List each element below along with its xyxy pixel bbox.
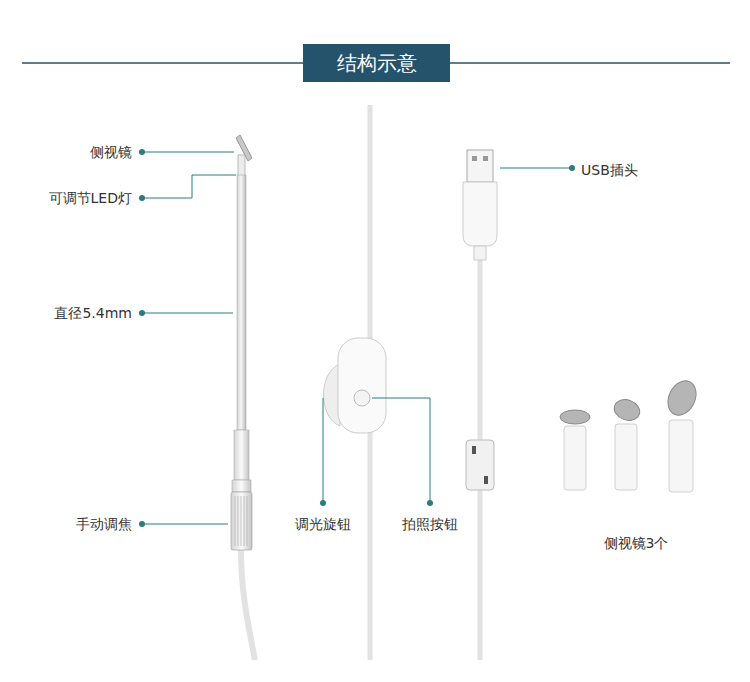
part-label: 侧视镜 (90, 143, 132, 161)
leader-line-part (500, 168, 572, 169)
usb-cable-drawing-part (467, 150, 493, 182)
controller-drawing-part (354, 390, 370, 406)
side-mirror-drawing-part (669, 420, 693, 492)
probe-drawing (231, 135, 255, 660)
title-banner: 结构示意 (303, 44, 450, 82)
usb-cable-drawing-part (483, 156, 488, 161)
part-label: 可调节LED灯 (49, 189, 132, 207)
part-label: 拍照按钮 (402, 515, 458, 533)
probe-drawing-part (238, 155, 245, 177)
probe-drawing-part (232, 480, 251, 492)
leader-dot-part (569, 165, 575, 171)
leader-dot-part (320, 500, 326, 506)
side-mirror-drawing (560, 376, 701, 492)
leader-line-part (142, 313, 233, 314)
side-mirror-drawing-part (564, 426, 586, 490)
part-label: 手动调焦 (76, 515, 132, 533)
probe-drawing-part (237, 175, 246, 430)
usb-cable-drawing-part (472, 156, 477, 161)
part-label: 调光旋钮 (295, 515, 351, 533)
side-mirror-drawing-part (663, 376, 702, 420)
leader-line-part (372, 398, 430, 503)
part-label: USB插头 (581, 161, 638, 179)
usb-cable-drawing-part (466, 440, 494, 490)
leader-line-part (323, 398, 324, 503)
leader-dot-part (139, 195, 145, 201)
part-label: 侧视镜3个 (604, 534, 669, 552)
leader-dot-part (139, 310, 145, 316)
probe-drawing-part (241, 550, 255, 660)
usb-cable-drawing-part (474, 246, 486, 260)
leader-dot-part (139, 521, 145, 527)
title-rule-part (22, 62, 303, 64)
probe-drawing-part (235, 496, 247, 546)
usb-cable-drawing-part (484, 476, 488, 484)
controller-drawing-part (338, 338, 386, 433)
probe-drawing-part (234, 430, 249, 480)
side-mirror-drawing-part (560, 410, 590, 424)
controller-drawing-part (368, 430, 373, 660)
controller-drawing (324, 105, 387, 660)
title-rule-part (450, 62, 730, 64)
usb-cable-drawing (463, 150, 497, 660)
usb-cable-drawing-part (463, 182, 497, 246)
leader-line (142, 152, 572, 524)
leader-dot-part (427, 500, 433, 506)
side-mirror-drawing-part (615, 424, 637, 490)
probe-drawing-part (231, 492, 252, 550)
leader-line-part (142, 175, 236, 198)
usb-cable-drawing-part (472, 446, 476, 454)
leader-dot-part (139, 149, 145, 155)
leader-dot (139, 149, 575, 527)
part-label: 直径5.4mm (54, 304, 132, 322)
side-mirror-drawing-part (611, 396, 642, 424)
controller-drawing-part (368, 105, 373, 340)
leader-line-part (142, 524, 228, 525)
leader-line-part (142, 152, 234, 153)
